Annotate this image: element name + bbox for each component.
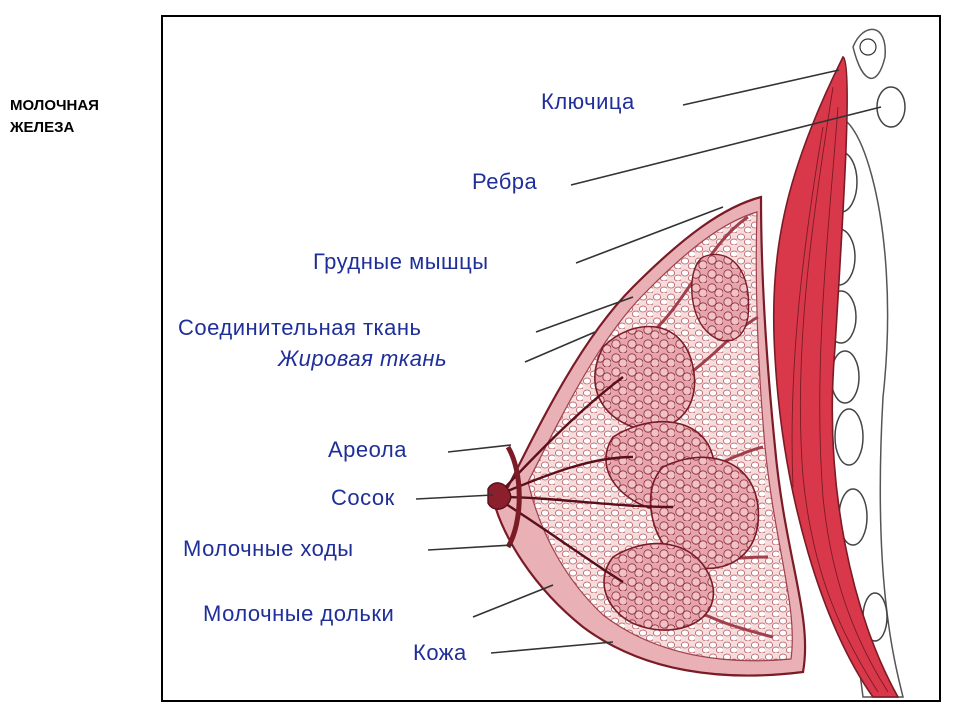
muscle-fibers: [791, 86, 889, 693]
leader-skin: [490, 641, 614, 654]
label-fatty-tissue: Жировая ткань: [277, 346, 447, 371]
rib-6: [834, 408, 864, 466]
leader-lines: [415, 69, 882, 654]
side-title-line-1: МОЛОЧНАЯ: [10, 97, 99, 114]
label-ribs: Ребра: [472, 169, 538, 194]
leader-areola: [447, 444, 512, 453]
lobule-3: [649, 456, 760, 570]
diagram-frame: Ключица Ребра Грудные мышцы Соединительн…: [161, 15, 941, 702]
clavicle-cross-section: [859, 38, 877, 56]
mammary-lobules: [594, 253, 760, 631]
pectoral-muscle: [772, 55, 900, 698]
lobule-4: [603, 542, 715, 631]
label-pectoral-muscles: Грудные мышцы: [313, 249, 489, 274]
leader-fat: [524, 331, 596, 363]
label-areola: Ареола: [328, 437, 407, 462]
leader-ribs: [570, 106, 882, 186]
rib-1: [876, 86, 906, 128]
label-mammary-lobules: Молочные дольки: [203, 601, 394, 626]
labels: Ключица Ребра Грудные мышцы Соединительн…: [178, 89, 635, 665]
label-milk-ducts: Молочные ходы: [183, 536, 354, 561]
lobule-5: [691, 253, 750, 342]
leader-clavicle: [682, 69, 840, 106]
leader-ducts: [427, 544, 514, 551]
leader-pectoral: [575, 206, 724, 264]
breast-anatomy-diagram: Ключица Ребра Грудные мышцы Соединительн…: [178, 28, 906, 698]
leader-lobules: [472, 584, 554, 618]
leader-nipple: [415, 494, 494, 500]
areola-shape: [505, 445, 522, 549]
label-skin: Кожа: [413, 640, 467, 665]
nipple-shape: [487, 482, 512, 510]
label-nipple: Сосок: [331, 485, 395, 510]
lobule-1: [594, 325, 696, 431]
side-title: МОЛОЧНАЯ ЖЕЛЕЗА: [10, 95, 99, 139]
leader-connective: [535, 296, 634, 333]
label-clavicle: Ключица: [541, 89, 635, 114]
label-connective-tissue: Соединительная ткань: [178, 315, 422, 340]
side-title-line-2: ЖЕЛЕЗА: [10, 119, 75, 136]
rib-5: [830, 350, 860, 404]
